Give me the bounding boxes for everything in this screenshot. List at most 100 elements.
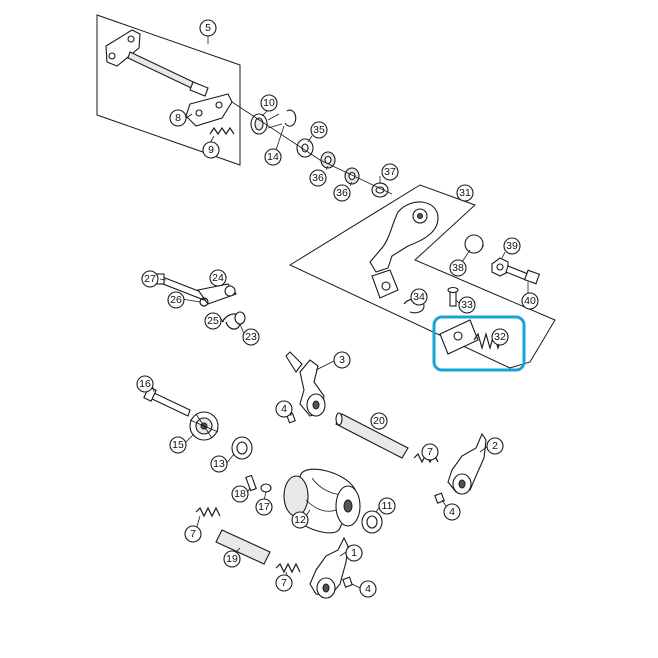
callout-1: 1 — [345, 544, 363, 562]
circlip-part — [284, 109, 297, 127]
svg-text:15: 15 — [172, 439, 184, 451]
ring-37-part — [371, 182, 389, 198]
detent-32-part — [439, 319, 501, 355]
callout-36b: 36 — [333, 184, 351, 202]
washer-35-part — [296, 138, 314, 158]
callout-9: 9 — [202, 141, 220, 159]
svg-text:4: 4 — [449, 506, 455, 518]
shift-plate-part — [185, 93, 233, 127]
svg-text:34: 34 — [413, 291, 425, 303]
svg-text:26: 26 — [170, 294, 182, 306]
shift-star-15-part — [189, 411, 219, 441]
callout-39: 39 — [503, 237, 521, 255]
callout-36a: 36 — [309, 169, 327, 187]
shift-shaft-part — [105, 29, 209, 97]
spring-7c-part — [275, 562, 301, 574]
svg-text:27: 27 — [144, 273, 156, 285]
callout-31: 31 — [456, 184, 474, 202]
svg-text:9: 9 — [208, 144, 214, 156]
roller-4b-part — [434, 492, 445, 504]
callout-10: 10 — [260, 94, 278, 112]
bearing-36b-part — [344, 167, 360, 185]
shift-lever-part — [369, 201, 439, 299]
return-spring-part — [209, 126, 235, 136]
svg-text:23: 23 — [245, 331, 257, 343]
callout-40: 40 — [521, 292, 539, 310]
svg-text:20: 20 — [373, 415, 385, 427]
svg-text:1: 1 — [351, 547, 357, 559]
callout-26: 26 — [167, 291, 185, 309]
callout-16: 16 — [136, 375, 154, 393]
shift-rod-20-part — [335, 412, 409, 459]
callout-7c: 7 — [275, 574, 293, 592]
svg-text:4: 4 — [365, 583, 371, 595]
svg-text:12: 12 — [294, 514, 306, 526]
callout-19: 19 — [223, 550, 241, 568]
svg-text:16: 16 — [139, 378, 151, 390]
callout-12: 12 — [291, 511, 309, 529]
callout-4b: 4 — [443, 503, 461, 521]
bolt-16-part — [143, 386, 191, 417]
callout-11: 11 — [378, 497, 396, 515]
pin-18-part — [245, 474, 257, 492]
svg-text:37: 37 — [384, 166, 396, 178]
svg-text:18: 18 — [234, 488, 246, 500]
svg-text:2: 2 — [492, 440, 498, 452]
svg-text:17: 17 — [258, 501, 270, 513]
callout-34: 34 — [410, 288, 428, 306]
svg-text:24: 24 — [212, 272, 224, 284]
svg-text:25: 25 — [207, 315, 219, 327]
svg-text:7: 7 — [427, 446, 433, 458]
callout-3: 3 — [333, 351, 351, 369]
callout-24: 24 — [209, 269, 227, 287]
svg-text:3: 3 — [339, 354, 345, 366]
bearing-11-part — [361, 510, 383, 534]
callout-4a: 4 — [275, 400, 293, 418]
svg-text:35: 35 — [313, 124, 325, 136]
shift-fork-3-part — [285, 351, 326, 417]
svg-text:39: 39 — [506, 240, 518, 252]
svg-text:14: 14 — [267, 151, 279, 163]
svg-text:19: 19 — [226, 553, 238, 565]
svg-text:10: 10 — [263, 97, 275, 109]
shift-fork-2-part — [447, 432, 487, 495]
callout-18: 18 — [231, 485, 249, 503]
screw-17-part — [260, 483, 272, 493]
callout-4c: 4 — [359, 580, 377, 598]
callout-7a: 7 — [421, 443, 439, 461]
shift-drum-12-part — [283, 468, 361, 534]
callout-5: 5 — [199, 19, 217, 37]
svg-text:36: 36 — [312, 172, 324, 184]
roller-4c-part — [342, 576, 353, 588]
svg-text:7: 7 — [281, 577, 287, 589]
svg-text:31: 31 — [459, 187, 471, 199]
bolt-40-part — [505, 265, 541, 285]
callout-7b: 7 — [184, 525, 202, 543]
callout-13: 13 — [210, 455, 228, 473]
pin-33-part — [447, 286, 459, 307]
callout-25: 25 — [204, 312, 222, 330]
svg-text:7: 7 — [190, 528, 196, 540]
shift-rod-19-part — [215, 529, 271, 565]
highlight-box-32 — [432, 315, 526, 372]
svg-text:8: 8 — [175, 112, 181, 124]
shift-lever-group-frame — [288, 184, 556, 369]
bearing-36a-part — [320, 151, 336, 169]
washer-38-part — [464, 234, 484, 254]
svg-text:5: 5 — [205, 22, 211, 34]
callout-23: 23 — [242, 328, 260, 346]
callout-17: 17 — [255, 498, 273, 516]
callout-2: 2 — [486, 437, 504, 455]
callout-8: 8 — [169, 109, 187, 127]
callout-27: 27 — [141, 270, 159, 288]
svg-text:40: 40 — [524, 295, 536, 307]
callout-14: 14 — [264, 148, 282, 166]
detent-lever-24-part — [197, 283, 237, 305]
svg-text:4: 4 — [281, 403, 287, 415]
svg-text:13: 13 — [213, 458, 225, 470]
callout-32: 32 — [491, 328, 509, 346]
svg-text:36: 36 — [336, 187, 348, 199]
spring-7b-part — [195, 506, 221, 518]
washer-23-part — [234, 311, 246, 325]
